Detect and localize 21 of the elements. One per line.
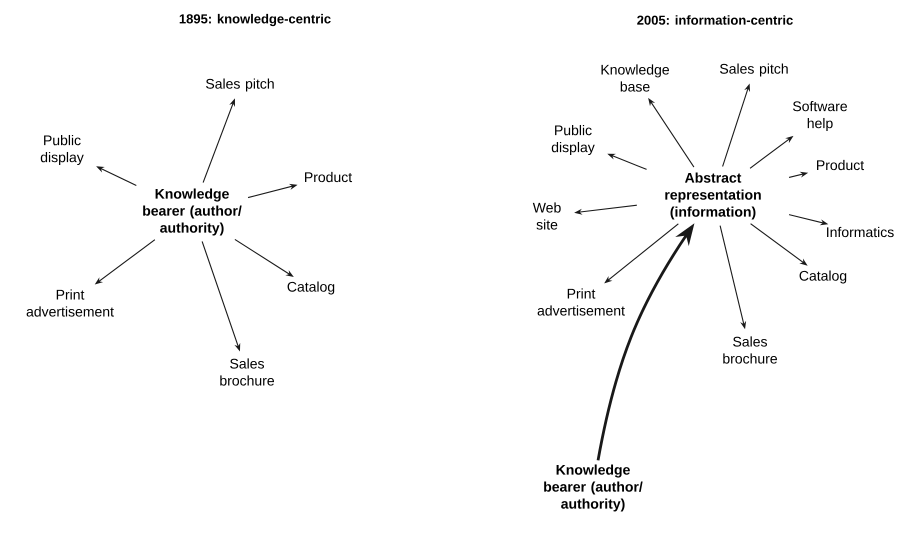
text-label: Sales brochure xyxy=(723,336,777,364)
panel-title: 1895: knowledge-centric xyxy=(180,14,331,26)
text-label: Print advertisement xyxy=(26,289,114,317)
text-label: Public display xyxy=(552,124,595,156)
text-label: Product xyxy=(305,172,352,182)
text-label: Catalog xyxy=(288,281,334,295)
bold-label: Knowledge bearer (author/ authority) xyxy=(143,188,242,236)
bold-label: Abstract representation (information) xyxy=(665,172,761,220)
text-label: Catalog xyxy=(800,270,846,284)
bold-label: Knowledge bearer (author/ authority) xyxy=(544,464,643,512)
text-label: Software help xyxy=(793,100,847,131)
panel-title: 2005: information-centric xyxy=(637,15,793,25)
text-label: Product xyxy=(817,160,864,170)
text-label: Web site xyxy=(532,202,561,230)
text-label: Sales pitch xyxy=(206,78,274,92)
text-label: Informatics xyxy=(827,226,894,238)
text-label: Knowledge base xyxy=(602,64,669,92)
text-label: Sales pitch xyxy=(720,63,788,77)
text-label: Sales brochure xyxy=(220,358,274,386)
text-label: Print advertisement xyxy=(538,288,625,316)
text-label: Public display xyxy=(40,134,84,166)
